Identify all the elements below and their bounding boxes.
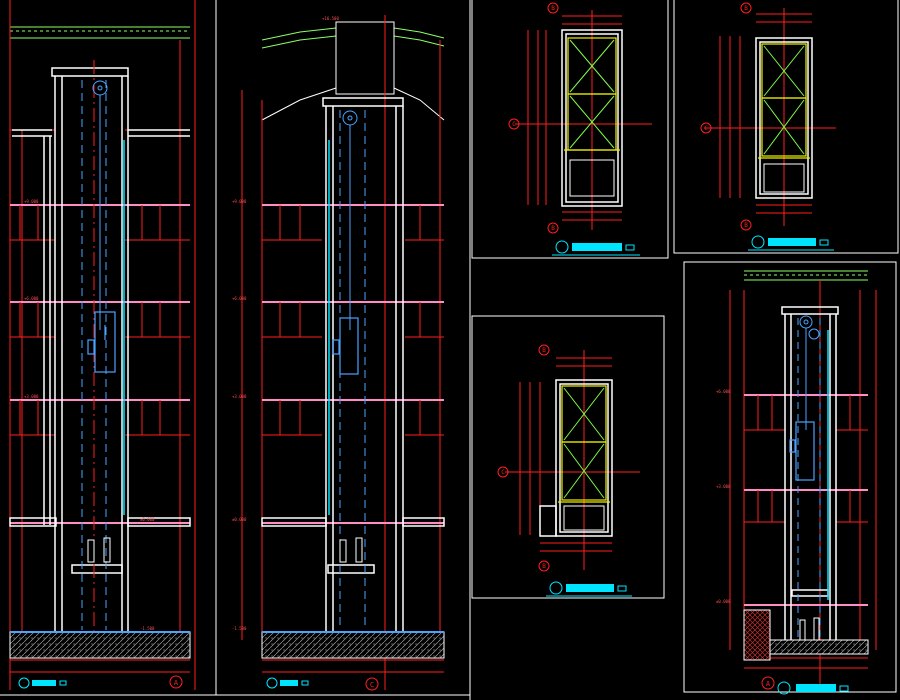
roof-truss — [261, 27, 445, 49]
level-label: +3.000 — [716, 484, 731, 489]
svg-text:C: C — [370, 681, 374, 689]
level-label: +6.000 — [716, 389, 731, 394]
level-label: ±0.000 — [140, 517, 155, 522]
level-label: +3.000 — [232, 394, 247, 399]
machine-room — [335, 21, 395, 95]
pit-box — [569, 159, 615, 197]
dimension-lines — [505, 350, 640, 570]
grid-bubbles: B C B — [497, 344, 550, 572]
car-cross — [563, 387, 605, 499]
shaft-walls — [261, 97, 445, 635]
elevator-car — [332, 317, 359, 375]
elevator-car — [87, 311, 116, 373]
level-label: -1.500 — [140, 626, 155, 631]
car-guide-dashes — [797, 318, 821, 645]
storey-lines — [744, 395, 868, 523]
pit-buffers — [339, 537, 363, 563]
level-label: ±0.000 — [716, 599, 731, 604]
svg-text:A: A — [174, 679, 179, 687]
svg-text:B: B — [542, 563, 546, 570]
level-label: +6.000 — [232, 296, 247, 301]
svg-text:B: B — [744, 222, 748, 229]
level-label: +9.000 — [232, 199, 247, 204]
title-block — [18, 677, 67, 689]
roof-rafter — [393, 87, 445, 121]
grid-bubble-a: A — [761, 676, 775, 690]
title-block — [777, 681, 849, 695]
roof-parapet — [10, 26, 190, 39]
dimension-lines — [241, 15, 444, 690]
car-panels — [558, 385, 610, 503]
car-guide-dashes — [339, 110, 366, 630]
svg-text:C: C — [512, 121, 516, 128]
pit-buffers — [87, 537, 111, 563]
grid-bubbles: B C B — [700, 2, 752, 231]
traction-sheave — [799, 315, 820, 430]
grid-bubble-c: C — [365, 677, 379, 691]
svg-text:C: C — [704, 125, 708, 132]
ground-hatch — [9, 631, 191, 659]
svg-text:B: B — [551, 5, 555, 12]
roof-parapet — [744, 270, 868, 281]
level-label: +6.000 — [24, 296, 39, 301]
shaft-plan-2: B C B — [700, 2, 836, 251]
svg-text:C: C — [501, 469, 505, 476]
shaft-plan-3: B C B — [497, 344, 640, 597]
elevator-section-3: A +6.000 +3.000 ±0.000 — [716, 270, 877, 695]
title-block — [552, 240, 640, 256]
level-label: +16.500 — [322, 16, 339, 21]
shaft-walls — [539, 379, 613, 537]
pit-box — [763, 163, 805, 193]
pit-buffers — [799, 617, 820, 641]
car-cross — [569, 39, 615, 149]
floor-slabs — [262, 204, 444, 524]
car-panels — [758, 43, 810, 159]
shaft-walls — [781, 306, 839, 650]
dimension-lines — [515, 10, 652, 230]
ground-hatch — [769, 639, 869, 655]
shaft-walls — [9, 67, 191, 635]
roof-rafter — [261, 87, 337, 121]
svg-text:A: A — [766, 680, 771, 688]
svg-text:B: B — [744, 5, 748, 12]
level-label: ±0.000 — [232, 517, 247, 522]
hatch-block — [743, 609, 771, 661]
traction-sheave — [92, 80, 108, 330]
elevator-section-2: C +9.000 +6.000 +3.000 ±0.000 -1.500 +16… — [232, 15, 445, 691]
shaft-walls — [755, 37, 813, 199]
elevator-section-1: A +9.000 +6.000 +3.000 ±0.000 -1.500 — [9, 0, 196, 690]
elevator-car — [789, 421, 815, 481]
car-cross — [763, 45, 805, 155]
grid-bubble-a: A — [169, 675, 183, 689]
dimension-lines — [9, 0, 196, 690]
svg-text:B: B — [542, 347, 546, 354]
shaft-plan-1: B C B — [508, 2, 652, 256]
title-block — [546, 581, 632, 597]
title-block — [748, 235, 834, 251]
car-panels — [564, 37, 620, 151]
storey-lines — [262, 205, 444, 436]
level-label: +9.000 — [24, 199, 39, 204]
level-label: +3.000 — [24, 394, 39, 399]
pit-box — [563, 505, 605, 531]
title-block — [266, 677, 309, 689]
ground-hatch — [261, 631, 445, 659]
grid-bubbles: B C B — [508, 2, 559, 234]
shaft-walls — [561, 29, 623, 207]
traction-sheave — [342, 110, 358, 330]
svg-text:B: B — [551, 225, 555, 232]
level-label: -1.500 — [232, 626, 247, 631]
